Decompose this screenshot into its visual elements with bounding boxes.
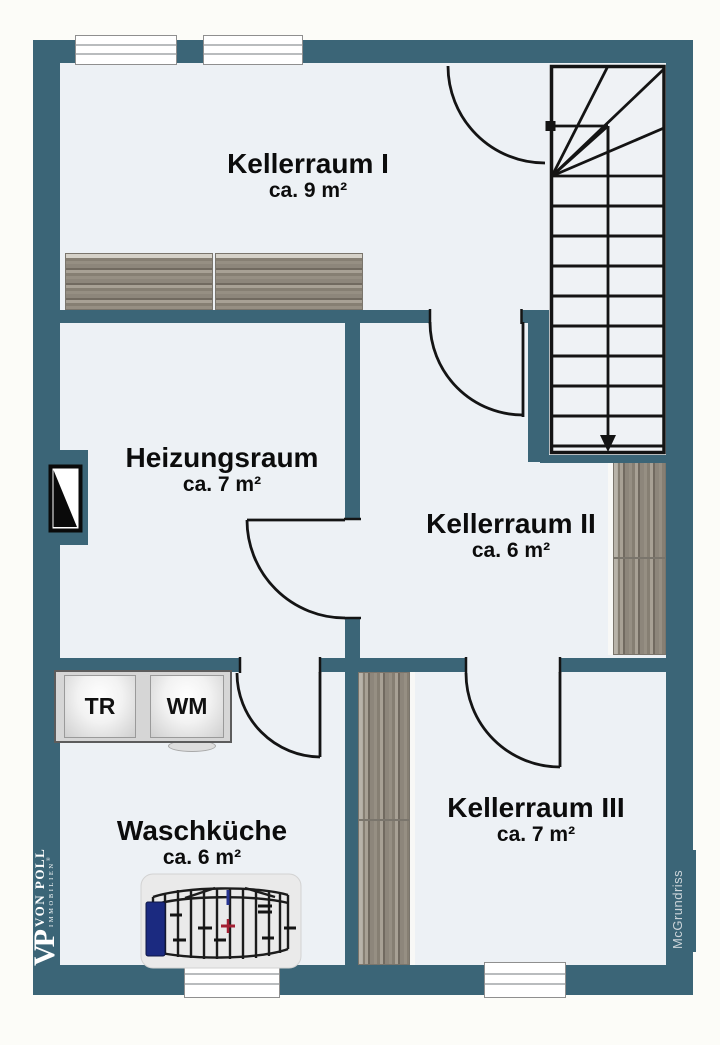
room-area: ca. 9 m² (268, 178, 348, 202)
room-label-kellerraum-1: Kellerraum I ca. 9 m² (227, 147, 389, 204)
staircase-floor (549, 65, 665, 453)
wall-mid-center (320, 658, 466, 672)
wall-exterior-top (33, 40, 693, 63)
washing-machine-box: WM (150, 675, 224, 738)
shelf-kellerraum-2-bottom (613, 558, 666, 655)
shelf-kellerraum-1-right (215, 253, 363, 310)
wall-heizungsraum-right-lower (345, 618, 360, 658)
wall-mid-left (58, 658, 240, 672)
room-name: Kellerraum I (227, 147, 389, 179)
mcgrundriss-watermark: McGrundriss (670, 869, 685, 949)
shelf-highlight (410, 672, 415, 965)
window-top-2 (203, 35, 303, 65)
shelf-kellerraum-1-left (65, 253, 213, 310)
von-poll-logo: VP VON POLL IMMOBILIEN® (27, 838, 61, 966)
wall-kellerraum1-bottom (58, 310, 430, 323)
washing-machine-label: WM (166, 693, 208, 719)
room-label-heizungsraum: Heizungsraum ca. 7 m² (125, 441, 319, 498)
shelf-kellerraum-2-top (613, 462, 666, 558)
room-label-kellerraum-2: Kellerraum II ca. 6 m² (426, 507, 596, 564)
dryer-box: TR (64, 675, 136, 738)
wall-stair-left (528, 310, 549, 462)
appliance-frame: TR WM (54, 670, 232, 743)
wall-waschkueche-right (345, 672, 358, 965)
wall-watermark-tab (688, 850, 696, 952)
room-label-kellerraum-3: Kellerraum III ca. 7 m² (447, 791, 625, 848)
logo-monogram: VP (27, 932, 61, 966)
dryer-label: TR (84, 693, 116, 719)
room-name: Kellerraum II (426, 507, 596, 539)
room-area: ca. 7 m² (182, 472, 262, 496)
shelf-highlight (608, 462, 613, 655)
logo-sub: IMMOBILIEN® (45, 854, 55, 927)
registered-mark: ® (45, 854, 52, 862)
room-area: ca. 6 m² (471, 538, 551, 562)
window-bottom-waschkueche (184, 962, 280, 998)
wall-exterior-right (666, 40, 693, 995)
wall-heizungsraum-right-upper (345, 322, 360, 520)
logo-name: VON POLL (32, 847, 48, 927)
room-name: Kellerraum III (447, 791, 625, 823)
room-name: Waschküche (116, 814, 288, 846)
shelf-kellerraum-3-top (358, 672, 410, 820)
wall-mid-right (560, 658, 666, 672)
wall-under-stair (540, 455, 666, 463)
room-label-waschkueche: Waschküche ca. 6 m² (116, 814, 288, 871)
room-area: ca. 6 m² (162, 845, 242, 869)
wall-exterior-bottom (33, 965, 693, 995)
room-area: ca. 7 m² (496, 822, 576, 846)
window-bottom-kellerraum-3 (484, 962, 566, 998)
window-top-1 (75, 35, 177, 65)
shelf-kellerraum-3-bottom (358, 820, 410, 965)
wall-chimney-pedestal (33, 450, 88, 545)
room-name: Heizungsraum (125, 441, 319, 473)
